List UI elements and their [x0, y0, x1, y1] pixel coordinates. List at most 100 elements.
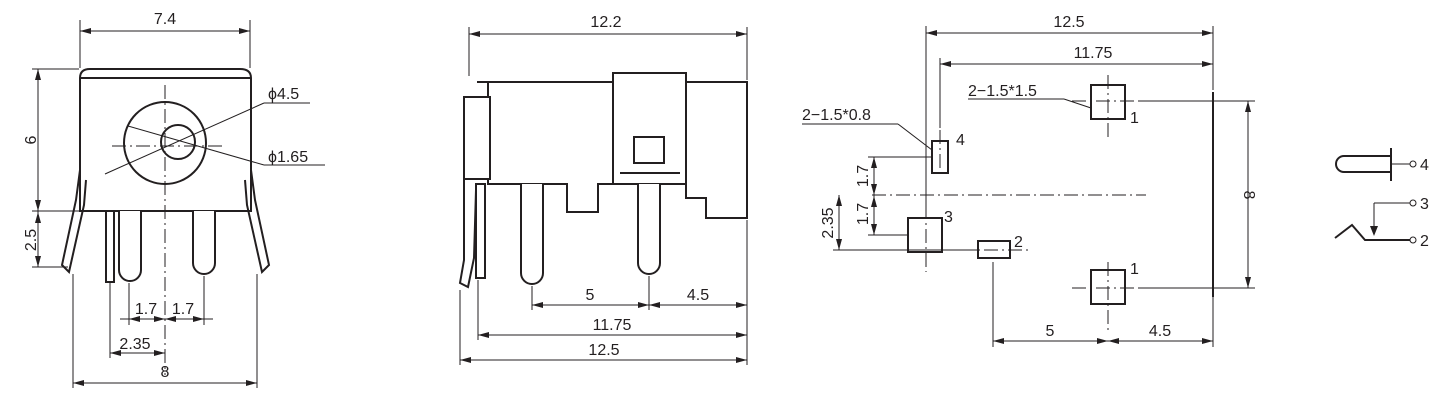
pad-3-label: 3: [944, 209, 953, 226]
dim-footprint-length-top: 12.5: [1053, 14, 1084, 31]
dim-footprint-gap-upper: 1.7: [855, 165, 872, 187]
dim-arrow: [736, 302, 747, 308]
dim-arrow: [35, 200, 41, 211]
pad-label-small: 2−1.5*0.8: [802, 107, 871, 124]
side-clip: [458, 179, 477, 289]
dim-arrow: [1097, 338, 1108, 344]
dim-front-dia-inner: ϕ1.65: [268, 149, 308, 166]
dim-arrow: [871, 224, 877, 235]
dim-arrow: [110, 350, 121, 356]
dim-arrow: [836, 239, 842, 250]
dim-footprint-length-inner: 11.75: [1074, 45, 1113, 62]
side-view: 12.2 5 4.5 11.75 12.5: [458, 14, 748, 365]
front-pin-left: [118, 211, 142, 282]
right-clip: [244, 169, 271, 274]
pad-label-square: 2−1.5*1.5: [968, 83, 1037, 100]
dim-front-width-top: 7.4: [154, 11, 176, 28]
dim-front-height: 6: [23, 135, 40, 144]
dim-front-dia-outer: ϕ4.5: [268, 86, 299, 103]
dim-arrow: [193, 316, 204, 322]
side-window: [633, 136, 665, 164]
dim-arrow: [239, 28, 250, 34]
side-front-panel: [463, 96, 491, 180]
pin-4-terminal: [1409, 160, 1417, 168]
dim-arrow: [1202, 61, 1213, 67]
dim-arrow: [649, 302, 660, 308]
dim-arrow: [871, 196, 877, 207]
dim-arrow: [926, 30, 937, 36]
dim-footprint-gap-lower: 1.7: [855, 203, 872, 225]
dim-arrow: [35, 256, 41, 267]
dia-outer-leader: [104, 102, 265, 175]
dim-arrow: [1202, 338, 1213, 344]
dim-footprint-offset: 2.35: [820, 207, 837, 238]
dim-footprint-pitch-left: 5: [1046, 323, 1055, 340]
dim-side-pitch-right: 4.5: [687, 287, 709, 304]
schematic-pin-3-label: 3: [1420, 196, 1429, 213]
pin-2-spring: [1334, 223, 1410, 241]
dim-arrow: [246, 380, 257, 386]
schematic-pin-2-label: 2: [1420, 233, 1429, 250]
dim-arrow: [940, 61, 951, 67]
dia-inner-leader: [127, 125, 265, 166]
dim-arrow: [478, 332, 489, 338]
dim-arrow: [871, 157, 877, 168]
dim-arrow: [460, 357, 471, 363]
dim-arrow: [836, 195, 842, 206]
dim-arrow: [638, 302, 649, 308]
dim-arrow: [736, 31, 747, 37]
dim-arrow: [469, 31, 480, 37]
dim-arrow: [1245, 277, 1251, 288]
front-pin-right: [192, 211, 216, 275]
pad-label-leader: [897, 123, 933, 151]
dim-arrow: [129, 316, 140, 322]
dim-arrow: [80, 28, 91, 34]
front-tab-pin: [105, 210, 115, 283]
dim-arrow: [1108, 338, 1119, 344]
footprint-view: 1 4 3 2 1 2−1.5*0.8 2−1.5*1.5 12.5 11.75: [802, 14, 1257, 347]
pin-3-terminal: [1409, 199, 1417, 207]
pad-1-bottom: [1090, 269, 1126, 305]
dim-footprint-pitch-right: 4.5: [1149, 323, 1171, 340]
pin-3-arrow: [1370, 226, 1378, 236]
dim-arrow: [1202, 30, 1213, 36]
schematic-pin-4-label: 4: [1420, 157, 1429, 174]
dim-arrow: [736, 332, 747, 338]
dim-arrow: [871, 184, 877, 195]
dim-arrow: [993, 338, 1004, 344]
dim-side-length-inner: 11.75: [593, 317, 632, 334]
side-pin-right: [637, 184, 661, 275]
pad-1-top-label: 1: [1130, 110, 1139, 127]
schematic-symbol: 4 3 2: [1334, 148, 1429, 250]
front-view: 7.4 6 2.5 1.7 1.7 2.35 8: [23, 11, 325, 388]
dim-front-width-bottom: 8: [161, 364, 170, 381]
inner-pin-circle: [160, 124, 196, 160]
pad-2-label: 2: [1014, 234, 1023, 251]
left-clip: [60, 169, 87, 274]
pad-label-leader: [1063, 98, 1092, 109]
dim-footprint-height: 8: [1240, 191, 1257, 200]
plug-body: [1335, 155, 1390, 173]
pad-4-label: 4: [956, 132, 965, 149]
dim-arrow: [736, 357, 747, 363]
pin-2-terminal: [1409, 236, 1417, 244]
dim-arrow: [1245, 101, 1251, 112]
dim-arrow: [154, 350, 165, 356]
dim-front-pin-length: 2.5: [23, 229, 40, 251]
side-pin-left: [520, 184, 544, 285]
pad-1-top: [1090, 84, 1126, 120]
dim-side-length-top: 12.2: [590, 14, 621, 31]
dim-side-pitch-left: 5: [586, 287, 595, 304]
dim-front-pitch-b: 1.7: [172, 301, 194, 318]
dim-arrow: [154, 316, 165, 322]
dim-side-length-bottom: 12.5: [588, 342, 619, 359]
pad-1-bottom-label: 1: [1130, 261, 1139, 278]
dim-arrow: [165, 316, 176, 322]
dim-front-pitch-a: 1.7: [135, 301, 157, 318]
dim-arrow: [73, 380, 84, 386]
side-front-tab: [475, 183, 486, 279]
dim-arrow: [35, 212, 41, 223]
dim-arrow: [35, 69, 41, 80]
dim-front-pin-offset: 2.35: [119, 336, 150, 353]
